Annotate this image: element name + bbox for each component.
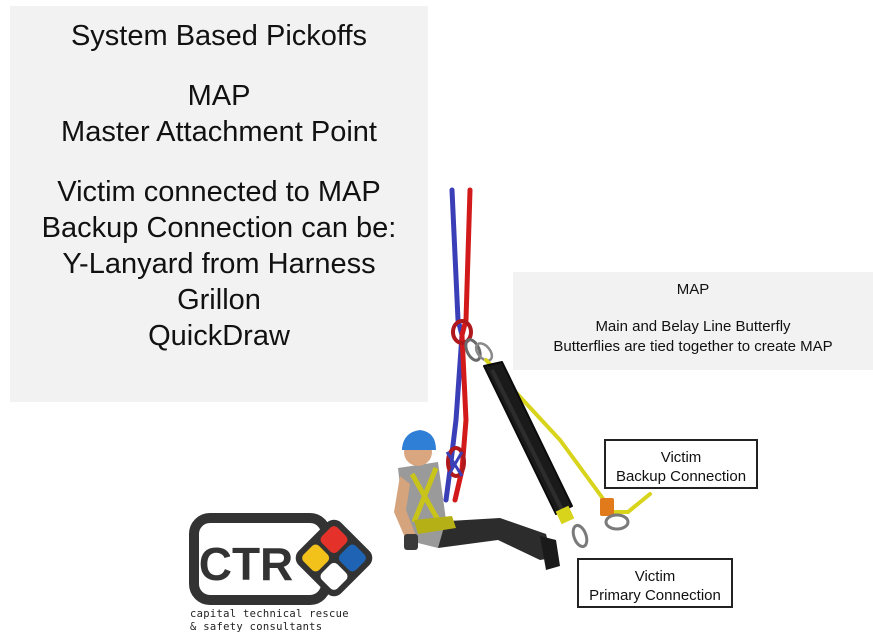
ctr-logo: CTR (189, 513, 373, 605)
title-panel: System Based Pickoffs MAP Master Attachm… (10, 6, 428, 402)
primary-callout-line1: Victim (634, 568, 676, 585)
option-y-lanyard: Y-Lanyard from Harness (62, 248, 376, 280)
butterfly-knot-upper (451, 319, 473, 345)
victim-line: Victim connected to MAP (57, 176, 381, 208)
map-full-name: Master Attachment Point (61, 116, 377, 148)
logo-mark-icon (295, 519, 373, 597)
map-panel-line2: Butterflies are tied together to create … (553, 338, 833, 355)
map-carabiner (464, 338, 482, 362)
map-panel: MAP Main and Belay Line Butterfly Butter… (513, 272, 873, 370)
map-panel-title: MAP (676, 281, 710, 298)
primary-connection-callout: Victim Primary Connection (577, 558, 733, 608)
logo-caption: capital technical rescue & safety consul… (190, 608, 380, 634)
primary-callout-line2: Primary Connection (589, 587, 721, 604)
logo-caption-line1: capital technical rescue (190, 608, 349, 620)
option-quickdraw: QuickDraw (148, 320, 290, 352)
victim-figure (394, 430, 560, 570)
logo-caption-line2: & safety consultants (190, 621, 323, 633)
primary-carabiner (571, 523, 589, 549)
backup-carabiner (604, 513, 630, 531)
heading: System Based Pickoffs (70, 20, 368, 52)
option-grillon: Grillon (177, 284, 261, 316)
backup-connection-callout: Victim Backup Connection (604, 439, 758, 489)
butterfly-knot-lower (446, 446, 466, 478)
backup-callout-line1: Victim (660, 449, 702, 466)
map-panel-line1: Main and Belay Line Butterfly (595, 318, 791, 335)
backup-callout-line2: Backup Connection (615, 468, 747, 485)
map-abbrev: MAP (187, 80, 251, 112)
map-carabiner-2 (474, 342, 494, 362)
backup-intro: Backup Connection can be: (41, 212, 397, 244)
logo-wordmark: CTR (199, 538, 294, 590)
